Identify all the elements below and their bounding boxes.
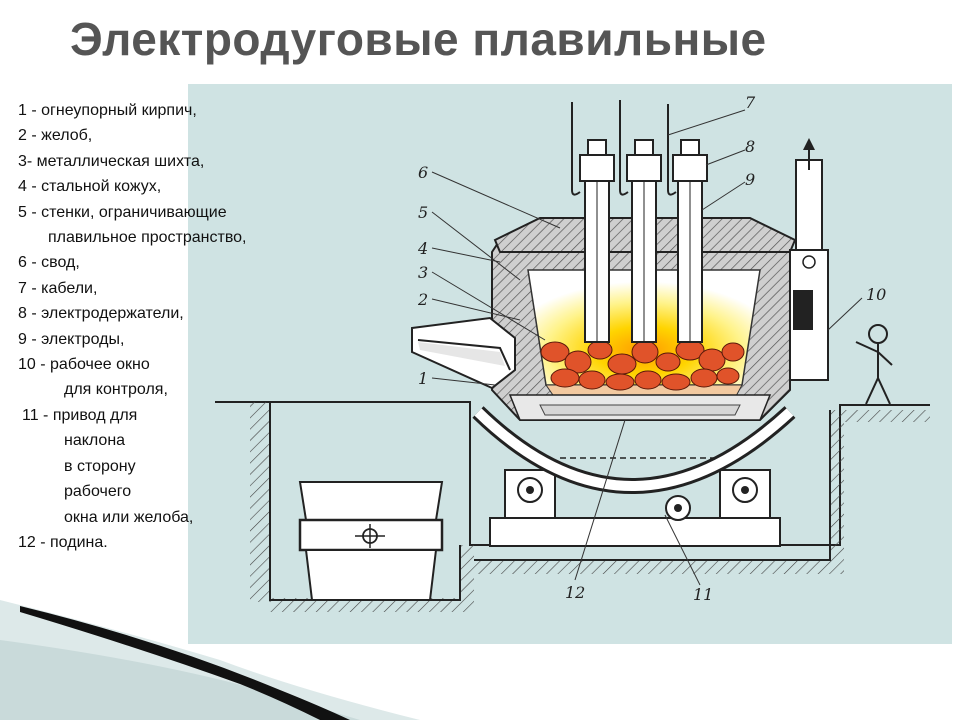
callout-9: 9 (745, 170, 755, 189)
callout-labels: 1 2 3 4 5 6 7 8 9 10 11 12 (417, 93, 886, 604)
callout-4: 4 (417, 239, 428, 258)
callout-8: 8 (745, 137, 755, 156)
callout-1: 1 (418, 369, 428, 388)
callout-5: 5 (418, 203, 428, 222)
metal-charge (540, 339, 745, 391)
callout-3: 3 (418, 263, 428, 282)
callout-10: 10 (866, 285, 886, 304)
legend-item: плавильное пространство, (48, 229, 247, 247)
legend-item: 3- металлическая шихта, (18, 152, 205, 170)
legend-item: 2 - желоб, (18, 127, 93, 145)
legend-item: 4 - стальной кожух, (18, 178, 162, 196)
legend-item: 7 - кабели, (18, 279, 98, 297)
callout-6: 6 (418, 163, 428, 182)
legend-item: 8 - электродержатели, (18, 305, 184, 323)
legend-item: 9 - электроды, (18, 330, 125, 348)
legend-item: окна или желоба, (64, 508, 194, 526)
ladle (298, 481, 444, 601)
tilt-mechanism (472, 406, 796, 547)
legend-item: 1 - огнеупорный кирпич, (18, 102, 197, 119)
cables (571, 100, 677, 196)
callout-11: 11 (693, 585, 713, 604)
trough (411, 316, 516, 390)
working-window (789, 138, 829, 381)
operator-figure (855, 324, 894, 406)
legend-item: наклона (64, 432, 126, 450)
legend-item: 10 - рабочее окно (18, 356, 150, 374)
slide-title: Электродуговые плавильные (70, 13, 767, 65)
legend-item: для контроля, (64, 381, 168, 399)
legend-item: 6 - свод, (18, 254, 80, 272)
legend-item: 11 - привод для (22, 406, 138, 424)
electrode-holders (579, 139, 708, 182)
legend-item: в сторону (64, 457, 136, 475)
legend-item: 5 - стенки, ограничивающие (18, 203, 227, 221)
callout-7: 7 (745, 93, 756, 112)
leader-lines (431, 109, 863, 586)
callout-2: 2 (417, 290, 428, 309)
electrodes (584, 159, 703, 343)
legend-item: рабочего (64, 483, 132, 501)
legend: 1 - огнеупорный кирпич, 2 - желоб, 3- ме… (18, 98, 338, 555)
callout-12: 12 (565, 583, 585, 602)
legend-item: 12 - подина. (18, 533, 108, 551)
